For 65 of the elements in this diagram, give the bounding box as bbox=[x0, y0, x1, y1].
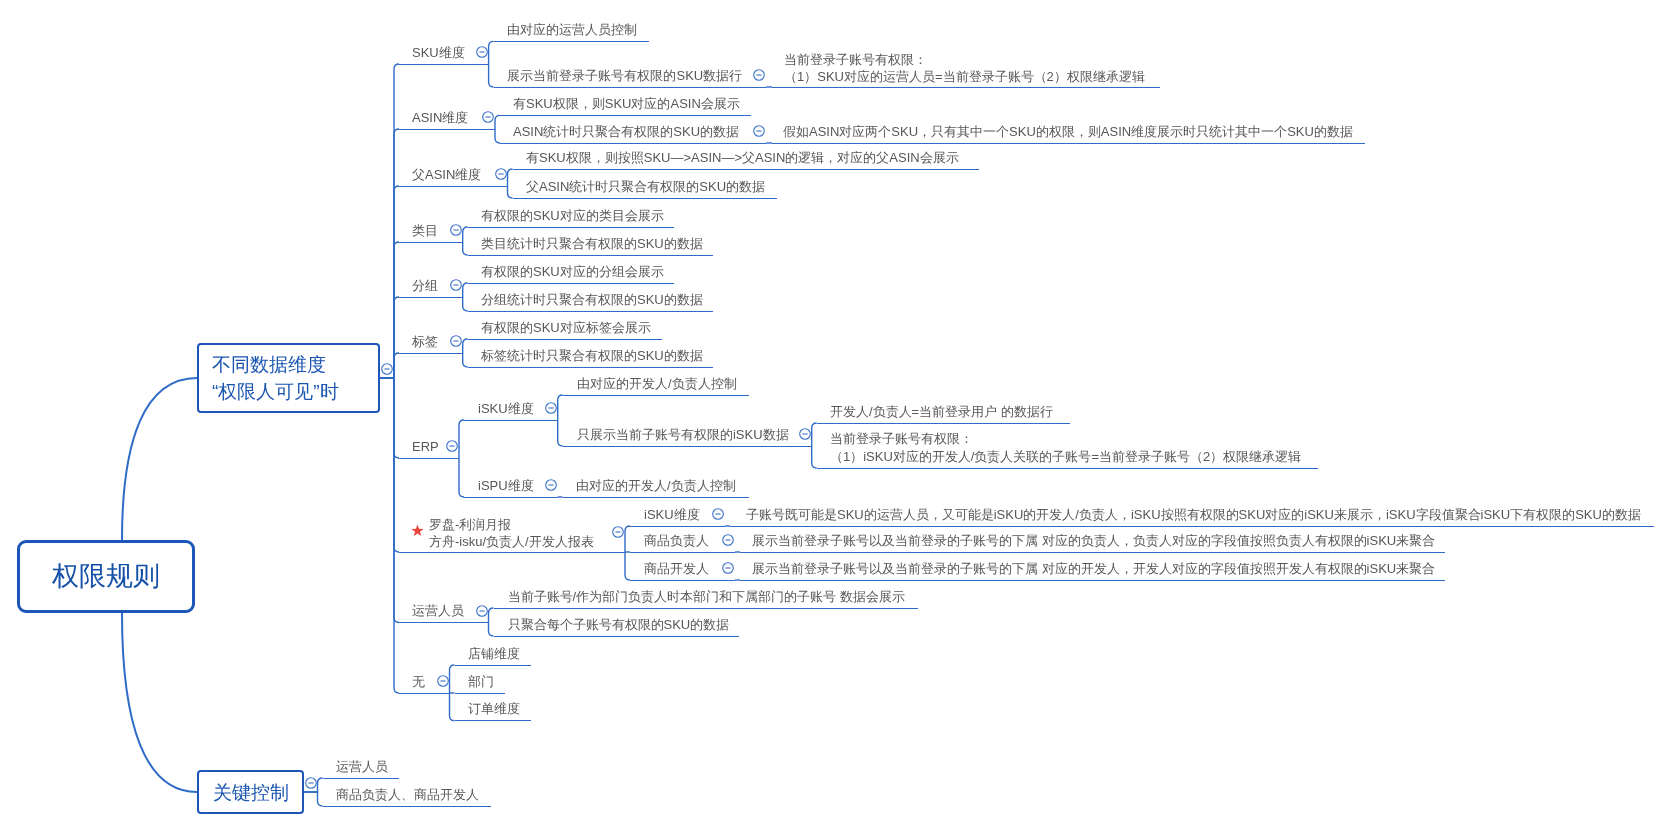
connector-line bbox=[448, 664, 456, 694]
subtopic: 假如ASIN对应两个SKU，只有其中一个SKU的权限，则ASIN维度展示时只统计其中一个SKU的数据 bbox=[772, 119, 1365, 144]
subtopic: 当前登录子账号有权限：（1）iSKU对应的开发人/负责人关联的子账号=当前登录子账号（2）权限继承逻辑 bbox=[816, 426, 1318, 469]
connector-line bbox=[487, 63, 495, 88]
connector-line bbox=[624, 525, 631, 553]
connector-line bbox=[121, 612, 198, 793]
main-topic-box: 关键控制 bbox=[197, 770, 304, 814]
connector-line bbox=[462, 352, 469, 368]
subtopic: 店铺维度 bbox=[454, 641, 531, 666]
connector-line bbox=[506, 185, 514, 199]
connector-line bbox=[811, 422, 818, 447]
main-topic-box: 不同数据维度“权限人可见”时 bbox=[197, 343, 380, 413]
connector-line bbox=[557, 419, 564, 447]
connector-line bbox=[121, 377, 198, 541]
connector-line bbox=[462, 338, 469, 354]
subtopic: 分组统计时只聚合有权限的SKU的数据 bbox=[467, 287, 713, 312]
subtopic: 由对应的开发人/负责人控制 bbox=[562, 371, 749, 396]
connector-line bbox=[624, 551, 631, 581]
subtopic: 有SKU权限，则按照SKU—>ASIN—>父ASIN的逻辑，对应的父ASIN会展示 bbox=[512, 145, 979, 170]
connector-line bbox=[494, 114, 501, 130]
subtopic: 有权限的SKU对应的分组会展示 bbox=[467, 259, 674, 284]
subtopic: 父ASIN统计时只聚合有权限的SKU的数据 bbox=[512, 174, 777, 199]
subtopic: 展示当前登录子账号以及当前登录的子账号的下属 对应的负责人，负责人对应的字段值按照负责人有权限的iSKU来聚合 bbox=[740, 528, 1445, 553]
connector-line bbox=[487, 40, 495, 65]
subtopic: 部门 bbox=[454, 669, 505, 694]
connector-line bbox=[811, 445, 818, 469]
connector-line bbox=[734, 579, 741, 581]
subtopic: 标签统计时只聚合有权限的SKU的数据 bbox=[467, 343, 713, 368]
subtopic: 有SKU权限，则SKU对应的ASIN会展示 bbox=[500, 92, 751, 117]
subtopic-text: 罗盘-利润月报方舟-isku/负责人/开发人报表 bbox=[429, 515, 595, 550]
connector-line bbox=[448, 692, 456, 722]
subtopic: 展示当前登录子账号以及当前登录的子账号的下属 对应的开发人，开发人对应的字段值按照开发人有权限的iSKU来聚合 bbox=[740, 556, 1445, 581]
connector-line bbox=[448, 692, 456, 694]
connector-line bbox=[462, 226, 469, 243]
connector-line bbox=[462, 296, 469, 312]
connector-line bbox=[724, 525, 731, 527]
subtopic: 当前子账号/作为部门负责人时本部门和下属部门的子账号 数据会展示 bbox=[493, 584, 918, 609]
subtopic: 类目统计时只聚合有权限的SKU的数据 bbox=[467, 231, 713, 256]
connector-line bbox=[462, 282, 469, 298]
subtopic: 只聚合每个子账号有权限的SKU的数据 bbox=[493, 612, 739, 637]
connector-line bbox=[462, 241, 469, 256]
connector-line bbox=[487, 621, 495, 637]
connector-line bbox=[494, 128, 501, 144]
connector-line bbox=[557, 394, 564, 421]
connector-line bbox=[765, 142, 773, 144]
subtopic: 由对应的运营人员控制 bbox=[493, 18, 649, 43]
subtopic: 子账号既可能是SKU的运营人员，又可能是iSKU的开发人/负责人，iSKU按照有权限的SKU对应的iSKU来展示，iSKU字段值聚合iSKU下有权限的SKU的数据 bbox=[730, 502, 1654, 527]
subtopic: 开发人/负责人=当前登录用户 的数据行 bbox=[816, 399, 1070, 424]
connector-line bbox=[765, 86, 773, 88]
connector-line bbox=[458, 457, 465, 498]
connector-line bbox=[734, 551, 741, 553]
connector-line bbox=[557, 496, 564, 498]
subtopic: 订单维度 bbox=[454, 697, 531, 722]
connector-line bbox=[303, 791, 324, 807]
connector-line bbox=[379, 377, 400, 694]
subtopic: 商品负责人、商品开发人 bbox=[322, 782, 491, 807]
subtopic: 有权限的SKU对应标签会展示 bbox=[467, 315, 662, 340]
connector-line bbox=[458, 419, 465, 459]
subtopic: 运营人员 bbox=[322, 754, 399, 779]
connector-line bbox=[624, 551, 631, 553]
subtopic: 有权限的SKU对应的类目会展示 bbox=[467, 203, 674, 228]
subtopic: 由对应的开发人/负责人控制 bbox=[562, 473, 749, 498]
connector-line bbox=[506, 168, 514, 187]
subtopic: 当前登录子账号有权限：（1）SKU对应的运营人员=当前登录子账号（2）权限继承逻辑 bbox=[772, 47, 1160, 88]
central-topic-box: 权限规则 bbox=[17, 540, 195, 613]
